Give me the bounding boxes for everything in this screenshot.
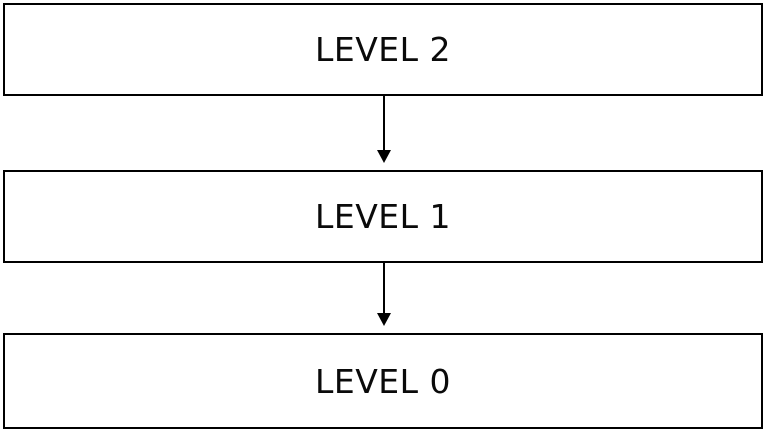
node-level-1[interactable]: LEVEL 1 — [3, 170, 763, 263]
node-level-0[interactable]: LEVEL 0 — [3, 333, 763, 429]
down-arrow-icon-level1-level0 — [377, 313, 391, 326]
node-label-level-0: LEVEL 0 — [314, 361, 452, 401]
node-level-2[interactable]: LEVEL 2 — [3, 3, 763, 96]
node-label-level-2: LEVEL 2 — [314, 30, 452, 69]
down-arrow-icon-level2-level1 — [377, 150, 391, 163]
edge-level1-to-level0 — [377, 263, 391, 326]
node-label-level-1: LEVEL 1 — [314, 197, 452, 236]
edge-level2-to-level1 — [377, 96, 391, 163]
